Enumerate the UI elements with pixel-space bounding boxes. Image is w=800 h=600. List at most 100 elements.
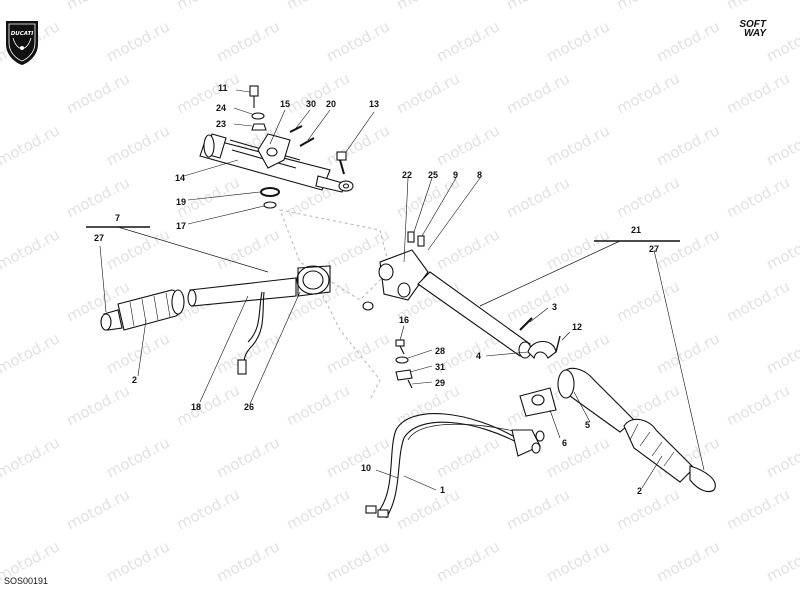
- watermark-text: motod.ru: [283, 69, 352, 117]
- watermark-text: motod.ru: [763, 537, 800, 585]
- callout-28: 28: [435, 346, 445, 356]
- watermark-text: motod.ru: [543, 17, 612, 65]
- callout-15: 15: [280, 99, 290, 109]
- watermark-text: motod.ru: [393, 0, 462, 14]
- watermark-text: motod.ru: [393, 485, 462, 533]
- watermark-text: motod.ru: [103, 225, 172, 273]
- callout-22: 22: [402, 170, 412, 180]
- watermark-text: motod.ru: [613, 69, 682, 117]
- callout-3: 3: [552, 302, 557, 312]
- watermark-text: motod.ru: [63, 381, 132, 429]
- callout-25: 25: [428, 170, 438, 180]
- callout-29: 29: [435, 378, 445, 388]
- watermark-text: motod.ru: [763, 433, 800, 481]
- callout-16: 16: [399, 315, 409, 325]
- watermark-text: motod.ru: [653, 121, 722, 169]
- watermark-text: motod.ru: [503, 485, 572, 533]
- callout-24: 24: [216, 103, 226, 113]
- callout-27-left: 27: [94, 233, 104, 243]
- watermark-text: motod.ru: [723, 485, 792, 533]
- watermark-text: motod.ru: [503, 173, 572, 221]
- watermark-text: motod.ru: [393, 69, 462, 117]
- watermark-text: motod.ru: [213, 17, 282, 65]
- watermark-text: motod.ru: [503, 0, 572, 14]
- watermark-text: motod.ru: [543, 537, 612, 585]
- softway-brand: SOFT WAY: [739, 19, 766, 39]
- watermark-text: motod.ru: [213, 433, 282, 481]
- watermark-text: motod.ru: [503, 277, 572, 325]
- diagram-code: SOS00191: [4, 576, 49, 586]
- watermark-text: motod.ru: [503, 69, 572, 117]
- watermark-text: motod.ru: [613, 277, 682, 325]
- watermark-text: motod.ru: [543, 433, 612, 481]
- callout-9: 9: [453, 170, 458, 180]
- callout-1: 1: [440, 485, 445, 495]
- watermark-text: motod.ru: [723, 381, 792, 429]
- left-handlebar-assembly: [86, 226, 331, 375]
- callout-19: 19: [176, 197, 186, 207]
- softway-brand-way: WAY: [743, 28, 766, 39]
- watermark-text: motod.ru: [0, 225, 63, 273]
- callout-10: 10: [361, 463, 371, 473]
- watermark-text: motod.ru: [763, 121, 800, 169]
- callout-2-right: 2: [637, 486, 642, 496]
- watermark-text: motod.ru: [103, 329, 172, 377]
- watermark-text: motod.ru: [763, 329, 800, 377]
- watermark-text: motod.ru: [173, 381, 242, 429]
- watermark-text: motod.ru: [433, 537, 502, 585]
- watermark-text: motod.ru: [543, 121, 612, 169]
- ducati-logo: DUCATI: [6, 21, 38, 65]
- callout-31: 31: [435, 362, 445, 372]
- watermark-text: motod.ru: [283, 485, 352, 533]
- callout-26: 26: [244, 402, 254, 412]
- watermark-text: motod.ru: [63, 0, 132, 14]
- watermark-text: motod.ru: [323, 433, 392, 481]
- watermark-text: motod.ru: [433, 225, 502, 273]
- callout-30: 30: [306, 99, 316, 109]
- watermark-text: motod.ru: [323, 121, 392, 169]
- watermark-text: motod.ru: [103, 537, 172, 585]
- watermark-text: motod.ru: [173, 485, 242, 533]
- watermark-text: motod.ru: [723, 277, 792, 325]
- leader-lines: [99, 89, 705, 491]
- callout-8: 8: [477, 170, 482, 180]
- watermark-text: motod.ru: [393, 173, 462, 221]
- watermark-text: motod.ru: [723, 0, 792, 14]
- watermark-text: motod.ru: [0, 433, 63, 481]
- softway-brand-soft: SOFT: [739, 19, 766, 30]
- callout-11: 11: [218, 83, 228, 93]
- callout-4: 4: [476, 351, 481, 361]
- callout-23: 23: [216, 119, 226, 129]
- watermark-text: motod.ru: [433, 17, 502, 65]
- throttle-cables: [365, 413, 545, 519]
- watermark-text: motod.ru: [283, 0, 352, 14]
- watermark-text: motod.ru: [613, 173, 682, 221]
- callout-13: 13: [369, 99, 379, 109]
- watermark-text: motod.ru: [653, 329, 722, 377]
- watermark-text: motod.ru: [763, 225, 800, 273]
- logo-text: DUCATI: [11, 31, 34, 37]
- callout-5: 5: [585, 420, 590, 430]
- watermark-text: motod.ru: [213, 537, 282, 585]
- fasteners: [395, 339, 413, 389]
- callout-14: 14: [175, 173, 185, 183]
- watermark-text: motod.ru: [723, 173, 792, 221]
- watermark-text: motod.ru: [323, 329, 392, 377]
- right-handlebar-assembly: [362, 231, 716, 493]
- watermark-text: motod.ru: [653, 17, 722, 65]
- watermark-text: motod.ru: [433, 121, 502, 169]
- callout-18: 18: [191, 402, 201, 412]
- callout-27-right: 27: [649, 244, 659, 254]
- callout-20: 20: [326, 99, 336, 109]
- callout-2-left: 2: [132, 375, 137, 385]
- watermark-text: motod.ru: [613, 485, 682, 533]
- watermark-text: motod.ru: [173, 0, 242, 14]
- watermark-text: motod.ru: [103, 121, 172, 169]
- callout-6: 6: [562, 438, 567, 448]
- watermark-text: motod.ru: [63, 173, 132, 221]
- callout-17: 17: [176, 221, 186, 231]
- watermark-text: motod.ru: [763, 17, 800, 65]
- watermark-text: motod.ru: [323, 537, 392, 585]
- watermark-text: motod.ru: [283, 381, 352, 429]
